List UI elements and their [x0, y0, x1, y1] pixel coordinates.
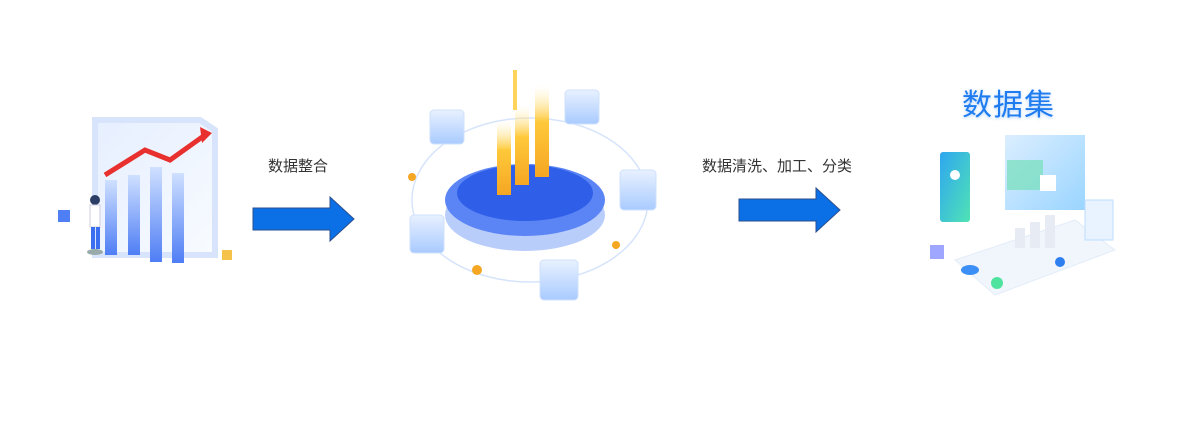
arrow-right-icon — [252, 196, 355, 242]
step-1-label: 数据整合 — [268, 157, 329, 175]
dataset-title: 数据集 — [962, 88, 1055, 123]
dataset-devices-illustration — [930, 135, 1117, 296]
arrow-right-icon — [738, 187, 841, 233]
step-2-label: 数据清洗、加工、分类 — [702, 157, 853, 175]
data-platform-illustration — [408, 70, 657, 301]
analytics-person-illustration — [58, 117, 232, 263]
